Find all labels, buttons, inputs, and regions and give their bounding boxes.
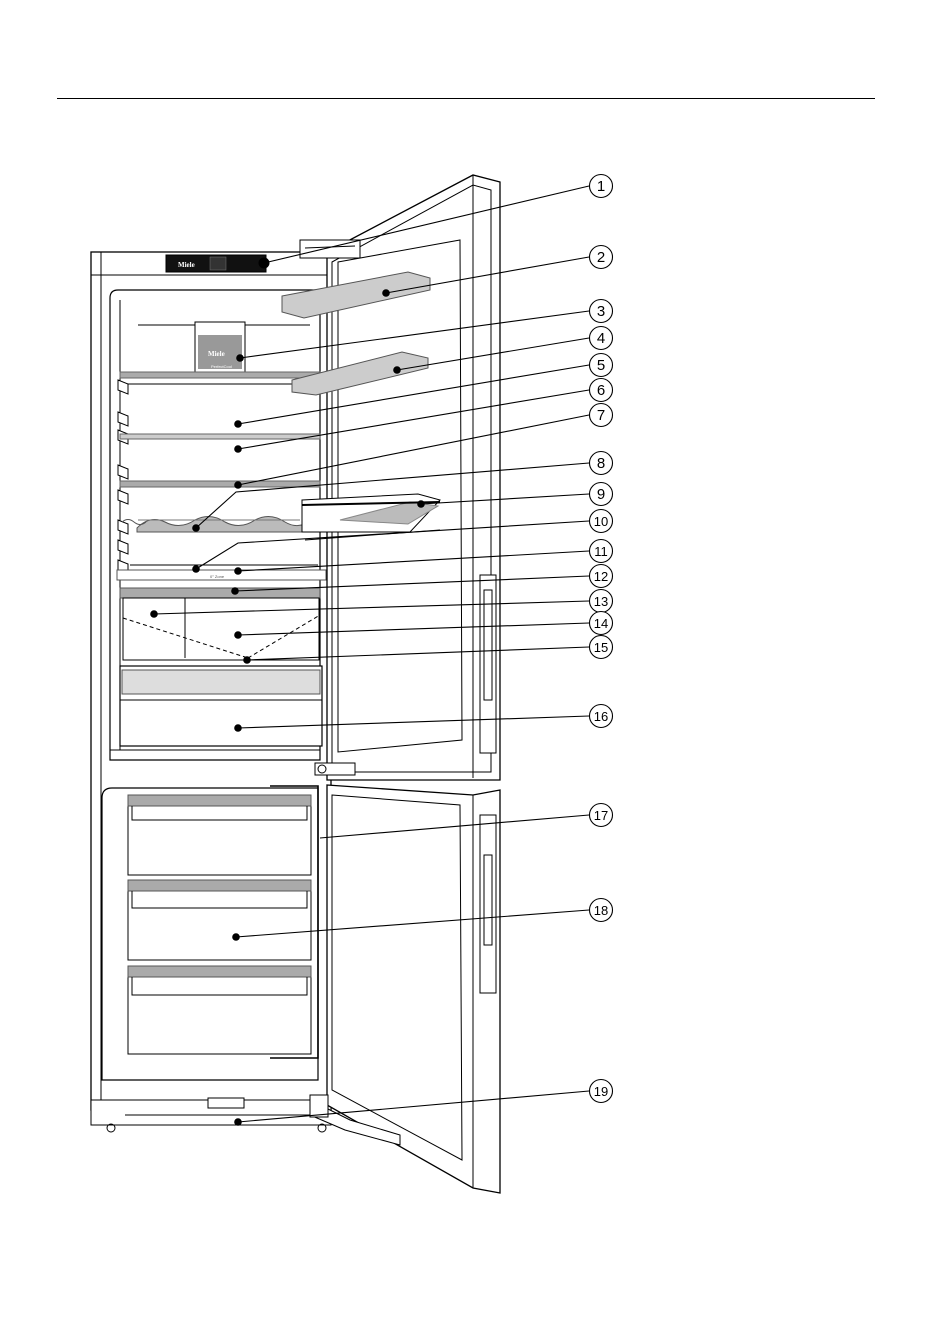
callout-3: 3 (590, 300, 613, 323)
callout-label: 6 (597, 382, 605, 399)
product-box-brand: Miele (208, 350, 225, 358)
product-box: Miele PerfectCool (195, 322, 245, 372)
callout-9: 9 (590, 483, 613, 506)
control-panel-brand: Miele (178, 261, 195, 269)
callout-label: 14 (594, 616, 608, 631)
freezer-door (310, 785, 500, 1193)
callout-18: 18 (590, 899, 613, 922)
callout-8: 8 (590, 452, 613, 475)
callout-label: 16 (594, 709, 608, 724)
callout-5: 5 (590, 354, 613, 377)
callout-13: 13 (590, 590, 613, 613)
callout-label: 17 (594, 808, 608, 823)
callout-label: 13 (594, 594, 608, 609)
callout-19: 19 (590, 1080, 613, 1103)
callout-4: 4 (590, 327, 613, 350)
callout-2: 2 (590, 246, 613, 269)
callout-10: 10 (590, 510, 613, 533)
control-panel: Miele (166, 255, 269, 272)
callout-7: 7 (590, 404, 613, 427)
callout-label: 8 (597, 455, 605, 472)
callout-label: 3 (597, 303, 605, 320)
callout-label: 12 (594, 569, 608, 584)
zone-label: 0° Zone (210, 574, 225, 579)
callout-label: 11 (594, 544, 608, 559)
callout-17: 17 (590, 804, 613, 827)
callout-14: 14 (590, 612, 613, 635)
callout-label: 4 (597, 330, 605, 347)
callout-label: 15 (594, 640, 608, 655)
product-box-line: PerfectCool (211, 364, 232, 369)
callout-15: 15 (590, 636, 613, 659)
fresh-drawer-lower (120, 666, 322, 746)
callout-label: 5 (597, 357, 605, 374)
callout-16: 16 (590, 705, 613, 728)
callout-12: 12 (590, 565, 613, 588)
callout-label: 9 (597, 486, 605, 503)
callout-label: 10 (594, 514, 608, 529)
callout-label: 18 (594, 903, 608, 918)
callout-label: 19 (594, 1084, 608, 1099)
callout-label: 1 (597, 178, 605, 195)
callout-label: 7 (597, 407, 605, 424)
callout-1: 1 (590, 175, 613, 198)
callout-label: 2 (597, 249, 605, 266)
callout-6: 6 (590, 379, 613, 402)
fresh-drawer-upper (120, 588, 320, 660)
callout-11: 11 (590, 540, 613, 563)
middle-hinge (315, 763, 355, 775)
